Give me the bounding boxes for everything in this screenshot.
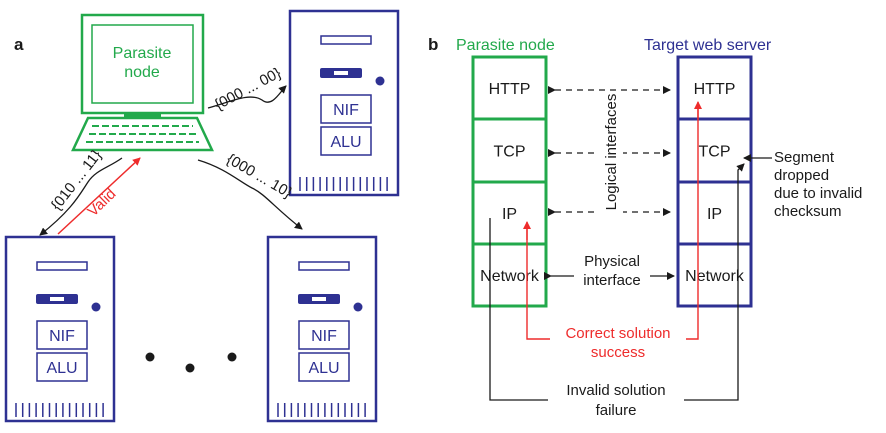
disk-slot-opening bbox=[50, 297, 64, 301]
parasite-layer-label: Network bbox=[480, 268, 540, 285]
target-layer-ip bbox=[676, 180, 753, 246]
packet-label-top-right: {000 ... 00} bbox=[212, 64, 284, 113]
disk-slot-opening bbox=[334, 71, 348, 75]
drive-bay bbox=[36, 261, 88, 271]
drive-bay bbox=[298, 261, 350, 271]
panel-a-label: a bbox=[14, 35, 24, 54]
monitor-stand bbox=[124, 113, 161, 118]
parasite-stack-title: Parasite node bbox=[456, 37, 555, 54]
physical-label-backdrop bbox=[574, 252, 650, 292]
invalid-solution-line1: Invalid solution bbox=[566, 382, 665, 399]
server-bottom-left: NIF ALU bbox=[4, 235, 116, 423]
target-layer-network bbox=[676, 242, 753, 308]
invalid-solution-arrowhead bbox=[736, 163, 745, 192]
segment-dropped-line3: due to invalid bbox=[774, 185, 862, 202]
alu-box bbox=[36, 352, 88, 382]
physical-interface-line2: interface bbox=[583, 272, 641, 289]
alu-box bbox=[320, 126, 372, 156]
keyboard-keys bbox=[86, 125, 199, 143]
correct-label-backdrop bbox=[550, 322, 686, 362]
logical-interfaces-label: Logical interfaces bbox=[603, 94, 620, 211]
alu-label: ALU bbox=[330, 134, 361, 151]
alu-label: ALU bbox=[46, 360, 77, 377]
segment-dropped-line4: checksum bbox=[774, 203, 842, 220]
parasite-protocol-stack: HTTP TCP IP Network bbox=[471, 55, 548, 308]
parasite-label-line2: node bbox=[124, 64, 160, 81]
panel-b-label: b bbox=[428, 35, 438, 54]
parasite-layer-label: TCP bbox=[494, 144, 526, 161]
parasite-monitor-screen bbox=[91, 24, 194, 104]
correct-solution-line2: success bbox=[591, 344, 645, 361]
packet-arrow-bottom-right bbox=[197, 159, 303, 230]
segment-dropped-line2: dropped bbox=[774, 167, 829, 184]
parasite-layer-label: HTTP bbox=[489, 81, 531, 98]
alu-box bbox=[298, 352, 350, 382]
power-led bbox=[375, 76, 385, 86]
nif-box bbox=[36, 320, 88, 350]
packet-arrow-top-right bbox=[207, 85, 287, 109]
packet-arrow-left bbox=[39, 157, 123, 236]
target-layer-label: Network bbox=[685, 268, 745, 285]
disk-slot-opening bbox=[312, 297, 326, 301]
target-layer-label: IP bbox=[707, 206, 722, 223]
invalid-solution-line2: failure bbox=[596, 402, 637, 419]
valid-arrow bbox=[57, 157, 141, 235]
ellipsis-dot-3 bbox=[227, 352, 237, 362]
parasite-label-line1: Parasite bbox=[113, 45, 172, 62]
server-top-right: NIF ALU bbox=[288, 9, 400, 197]
nif-box bbox=[320, 94, 372, 124]
target-layer-label: TCP bbox=[699, 144, 731, 161]
valid-label: Valid bbox=[84, 185, 119, 220]
target-stack-title: Target web server bbox=[644, 37, 772, 54]
alu-label: ALU bbox=[308, 360, 339, 377]
nif-box bbox=[298, 320, 350, 350]
nif-label: NIF bbox=[311, 328, 337, 345]
parasite-node-computer: Parasite node bbox=[71, 13, 214, 152]
nif-label: NIF bbox=[49, 328, 75, 345]
ellipsis-dot-2 bbox=[185, 363, 195, 373]
drive-bay bbox=[320, 35, 372, 45]
packet-label-bottom-right: {000 ... 10} bbox=[224, 151, 295, 202]
nif-label: NIF bbox=[333, 102, 359, 119]
segment-dropped-line1: Segment bbox=[774, 149, 835, 166]
ellipsis-dot-1 bbox=[145, 352, 155, 362]
target-layer-label: HTTP bbox=[694, 81, 736, 98]
target-protocol-stack: HTTP TCP IP Network bbox=[676, 55, 753, 308]
server-bottom-right: NIF ALU bbox=[266, 235, 378, 423]
invalid-label-backdrop bbox=[548, 380, 684, 418]
correct-solution-line1: Correct solution bbox=[565, 325, 670, 342]
physical-interface-line1: Physical bbox=[584, 253, 640, 270]
power-led bbox=[91, 302, 101, 312]
logical-label-backdrop bbox=[597, 95, 623, 225]
parasite-layer-label: IP bbox=[502, 206, 517, 223]
power-led bbox=[353, 302, 363, 312]
